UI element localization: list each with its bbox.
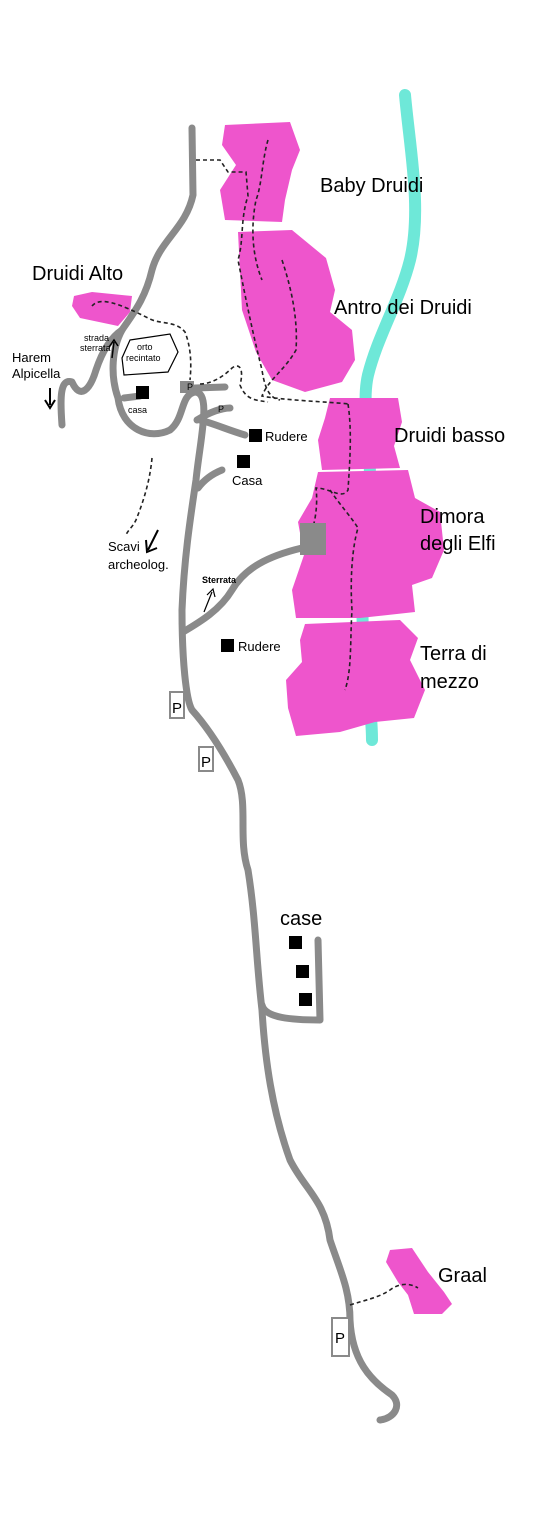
parking-label-1: P — [172, 700, 182, 717]
label-harem-line1: Harem — [12, 350, 51, 365]
building-rudere-1 — [249, 429, 262, 442]
building-casa-2 — [237, 455, 250, 468]
building-rudere-2 — [221, 639, 234, 652]
trail-druidi-basso — [311, 403, 352, 531]
label-dimora-line1: Dimora — [420, 506, 485, 528]
road-spur-top — [191, 383, 229, 392]
trail-graal — [349, 1283, 419, 1306]
road-loop-west — [57, 326, 126, 429]
parking-box-3 — [331, 1317, 350, 1357]
label-terra-line2: mezzo — [420, 671, 479, 693]
trail-baby-druidi — [196, 159, 281, 401]
parking-box-1 — [169, 691, 185, 719]
label-strada-line2: sterrata — [80, 343, 111, 353]
label-orto-line2: recintato — [126, 353, 161, 363]
trail-dimora — [329, 489, 359, 691]
parking-label-2: P — [201, 754, 211, 771]
trail-baby-druidi-inner — [252, 139, 269, 281]
trail-druidi-alto — [91, 300, 192, 381]
main-road — [109, 124, 401, 1424]
label-dimora-line2: degli Elfi — [420, 533, 496, 555]
parking-box-2 — [198, 746, 214, 772]
parking-label-spur: P — [218, 404, 224, 414]
road-spur-casa2 — [194, 466, 226, 492]
road-spur-rudere — [196, 416, 249, 439]
area-graal — [386, 1248, 452, 1314]
label-rudere-2: Rudere — [238, 639, 281, 654]
label-sterrata: Sterrata — [202, 575, 237, 585]
label-orto-line1: orto — [137, 342, 153, 352]
label-terra-line1: Terra di — [420, 643, 487, 665]
arrow-sterrata-icon — [203, 587, 216, 613]
parking-label-3: P — [335, 1330, 345, 1347]
parking-square-sterrata — [300, 523, 326, 555]
area-antro-dei-druidi — [238, 230, 355, 392]
label-druidi-basso: Druidi basso — [394, 425, 505, 447]
trail-scavi — [125, 457, 153, 536]
area-dimora-degli-elfi — [292, 470, 444, 618]
trail-to-p — [199, 365, 269, 403]
arrow-scavi-icon — [145, 529, 159, 554]
area-druidi-basso — [318, 398, 402, 470]
label-graal: Graal — [438, 1265, 487, 1287]
building-case-1 — [289, 936, 302, 949]
area-terra-di-mezzo — [286, 620, 425, 736]
label-scavi-line2: archeolog. — [108, 557, 169, 572]
label-scavi-line1: Scavi — [108, 539, 140, 554]
parking-label-top: P — [187, 382, 193, 392]
arrow-harem-icon — [44, 388, 56, 410]
label-casa-2: Casa — [232, 473, 263, 488]
label-harem-line2: Alpicella — [12, 366, 61, 381]
label-strada-line1: strada — [84, 333, 109, 343]
label-case: case — [280, 908, 322, 930]
label-baby-druidi: Baby Druidi — [320, 175, 423, 197]
building-case-3 — [299, 993, 312, 1006]
label-druidi-alto: Druidi Alto — [32, 263, 123, 285]
road-sterrata — [179, 544, 306, 636]
building-casa-small — [136, 386, 149, 399]
parking-square-top — [180, 381, 194, 393]
area-druidi-alto — [72, 292, 132, 326]
label-casa-small: casa — [128, 405, 147, 415]
arrow-strada-icon — [108, 338, 119, 359]
building-case-2 — [296, 965, 309, 978]
orto-recintato-enclosure — [121, 333, 179, 376]
label-antro-dei-druidi: Antro dei Druidi — [334, 297, 472, 319]
road-case-spur — [258, 936, 324, 1024]
label-rudere-1: Rudere — [265, 429, 308, 444]
trail-antro — [260, 259, 351, 405]
area-baby-druidi — [220, 122, 300, 222]
